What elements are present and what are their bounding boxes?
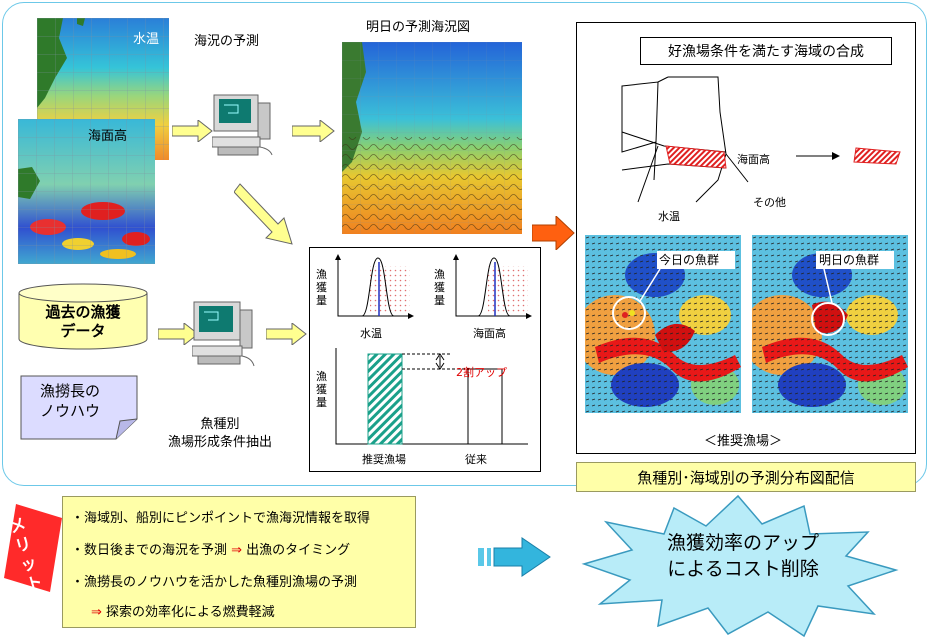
small-chart-xlabel-water-temp: 水温 [360, 327, 382, 340]
up-arrow-head-bottom [435, 362, 445, 370]
synth-sea-height-label: 海面高 [737, 153, 770, 166]
result-line-1: 漁獲効率のアップ [666, 532, 819, 554]
knowhow-document [20, 375, 138, 440]
merit-line-2: ・数日後までの海況を予測 ⇒ 出漁のタイミング [71, 543, 351, 558]
arrow-blue-icon [478, 537, 551, 577]
sea-height-map: 海面高 [18, 119, 155, 264]
computer-icon [192, 301, 255, 367]
merit-line-4: ⇒ 探索の効率化による燃費軽減 [91, 605, 275, 620]
extract-label-line1: 魚種別 [200, 417, 240, 432]
computer-icon [212, 94, 273, 156]
today-fishery-map: 今日の魚群 [585, 235, 741, 413]
up-arrow-head-top [435, 353, 445, 361]
bar-conventional [467, 368, 503, 445]
bar-chart-ylabel: 漁獲量 [316, 370, 327, 409]
sea-forecast-label: 海況の予測 [194, 34, 260, 49]
synthesis-title: 好漁場条件を満たす海域の合成 [640, 37, 892, 65]
result-starburst [581, 494, 899, 638]
result-line-2: によるコスト削除 [667, 558, 819, 580]
past-catch-label-line1: 過去の漁獲 [45, 303, 121, 321]
today-school-label: 今日の魚群 [659, 253, 720, 267]
distribution-box: 魚種別･海域別の予測分布図配信 [576, 462, 916, 492]
merit-box: ・海域別、船別にピンポイントで漁海況情報を取得 ・数日後までの海況を予測 ⇒ 出… [62, 496, 416, 628]
sea-height-distribution [453, 254, 532, 319]
condition-chart-box: 漁獲量 水温 漁獲量 海面高 漁獲量 推奨漁場 従来 2割アップ [309, 247, 541, 472]
water-temp-distribution [335, 254, 414, 319]
past-catch-data-cylinder [18, 283, 148, 350]
bar-category-recommended: 推奨漁場 [362, 453, 406, 466]
tomorrow-school-label: 明日の魚群 [819, 253, 880, 267]
bar-chart-axis [335, 348, 528, 445]
knowhow-label-line1: 漁撈長の [39, 382, 100, 400]
catch-bar-chart [335, 348, 528, 445]
tomorrow-fishery-map: 明日の魚群 [752, 235, 908, 413]
merit-line-1: ・海域別、船別にピンポイントで漁海況情報を取得 [71, 511, 371, 526]
merit-badge [4, 504, 62, 592]
extract-label-line2: 漁場形成条件抽出 [167, 435, 272, 450]
small-chart-ylabel: 漁獲量 [434, 268, 445, 307]
small-chart-ylabel: 漁獲量 [316, 268, 327, 307]
water-temp-map-label: 水温 [132, 32, 159, 47]
knowhow-label-line2: ノウハウ [39, 402, 100, 420]
merit-line-3: ・漁撈長のノウハウを活かした魚種別漁場の予測 [71, 575, 358, 590]
tomorrow-map-title: 明日の予測海況図 [366, 20, 471, 35]
arrow-diagonal-icon [234, 183, 293, 245]
small-chart-xlabel-sea-height: 海面高 [473, 327, 506, 340]
arrow-right-icon [172, 120, 213, 142]
tomorrow-map [342, 42, 522, 234]
arrow-right-icon [266, 323, 307, 345]
arrow-right-icon [292, 120, 335, 142]
area-synthesis-sketch [621, 76, 901, 203]
arrow-right-icon [158, 323, 199, 345]
bar-category-conventional: 従来 [465, 453, 487, 466]
up-label: 2割アップ [456, 366, 507, 379]
past-catch-label-line2: データ [60, 322, 106, 340]
synth-water-temp-label: 水温 [658, 210, 680, 223]
bar-recommended [367, 353, 403, 445]
synth-other-label: その他 [753, 196, 786, 209]
sea-height-map-label: 海面高 [88, 129, 128, 144]
arrow-orange-icon [532, 216, 575, 250]
recommended-fishery-label: ＜推奨漁場＞ [704, 434, 783, 449]
